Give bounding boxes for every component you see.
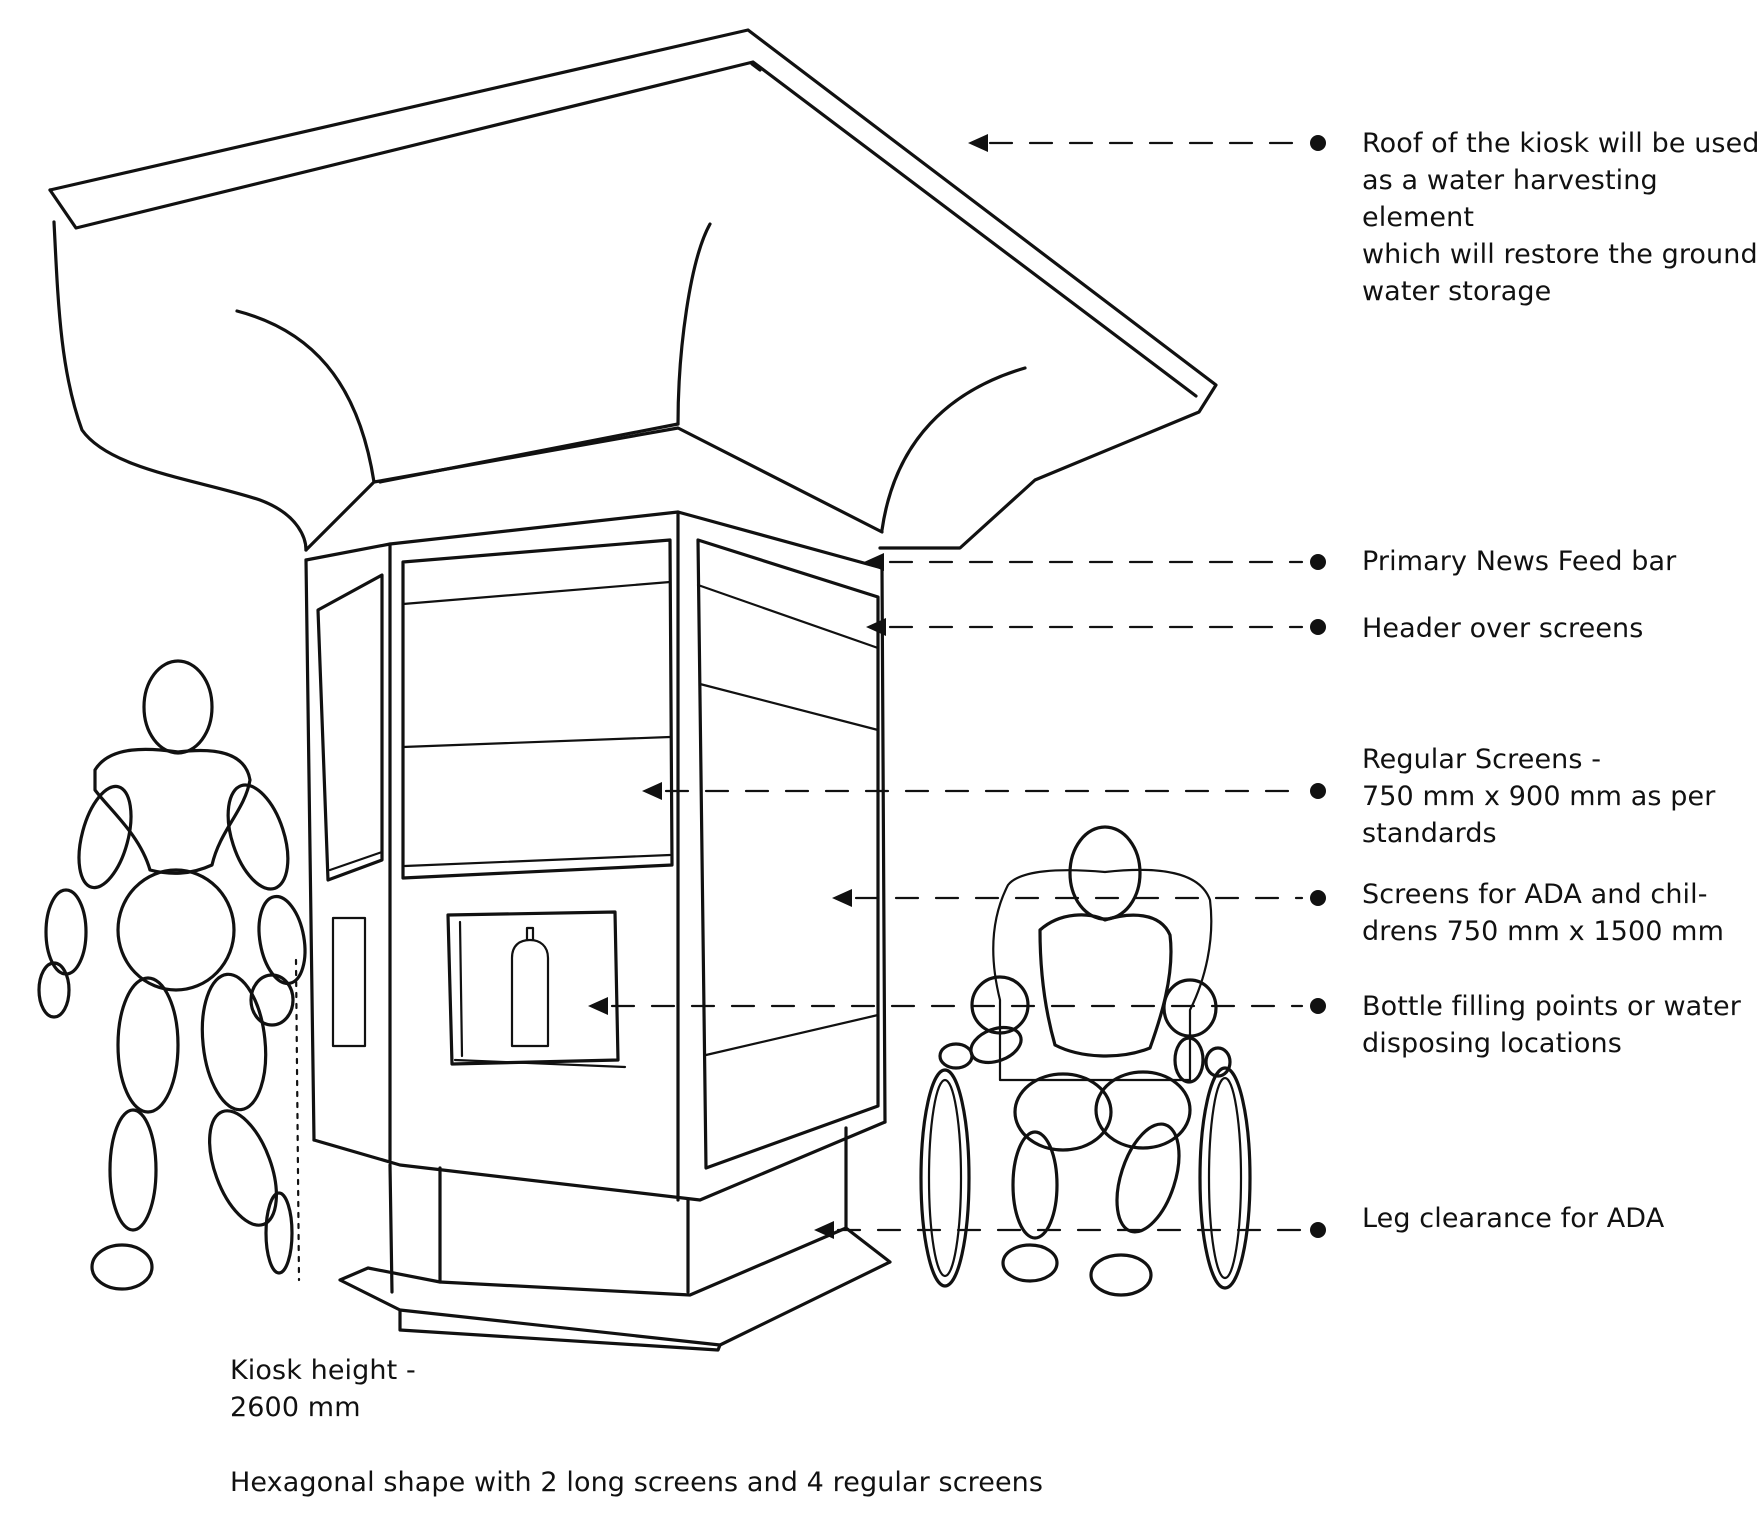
standing-human-figure [37, 659, 307, 1291]
annotation-bottle: Bottle filling points or water disposing… [1362, 991, 1741, 1059]
leader-roof [968, 134, 1326, 152]
leader-header [866, 618, 1326, 636]
leader-news-feed [864, 553, 1326, 571]
annotation-regular-screens: Regular Screens - 750 mm x 900 mm as per… [1362, 744, 1716, 849]
kiosk-body [304, 426, 887, 1202]
shape-note: Hexagonal shape with 2 long screens and … [230, 1467, 1044, 1498]
kiosk-roof [48, 28, 1218, 552]
annotation-leg: Leg clearance for ADA [1362, 1203, 1665, 1234]
annotation-news-feed: Primary News Feed bar [1362, 546, 1677, 577]
annotation-header: Header over screens [1362, 613, 1644, 644]
kiosk-height-note: Kiosk height - 2600 mm [230, 1355, 416, 1423]
annotation-roof: Roof of the kiosk will be used as a wate… [1362, 128, 1760, 307]
wheelchair-user-figure [919, 825, 1252, 1297]
leader-ada-screens [832, 889, 1326, 907]
annotation-leaders [588, 134, 1326, 1239]
annotation-ada-screens: Screens for ADA and chil- drens 750 mm x… [1362, 879, 1724, 947]
leader-bottle [588, 997, 1326, 1015]
leader-regular-screens [642, 782, 1326, 800]
leader-leg-clearance [814, 1221, 1326, 1239]
kiosk-base [338, 1126, 892, 1352]
